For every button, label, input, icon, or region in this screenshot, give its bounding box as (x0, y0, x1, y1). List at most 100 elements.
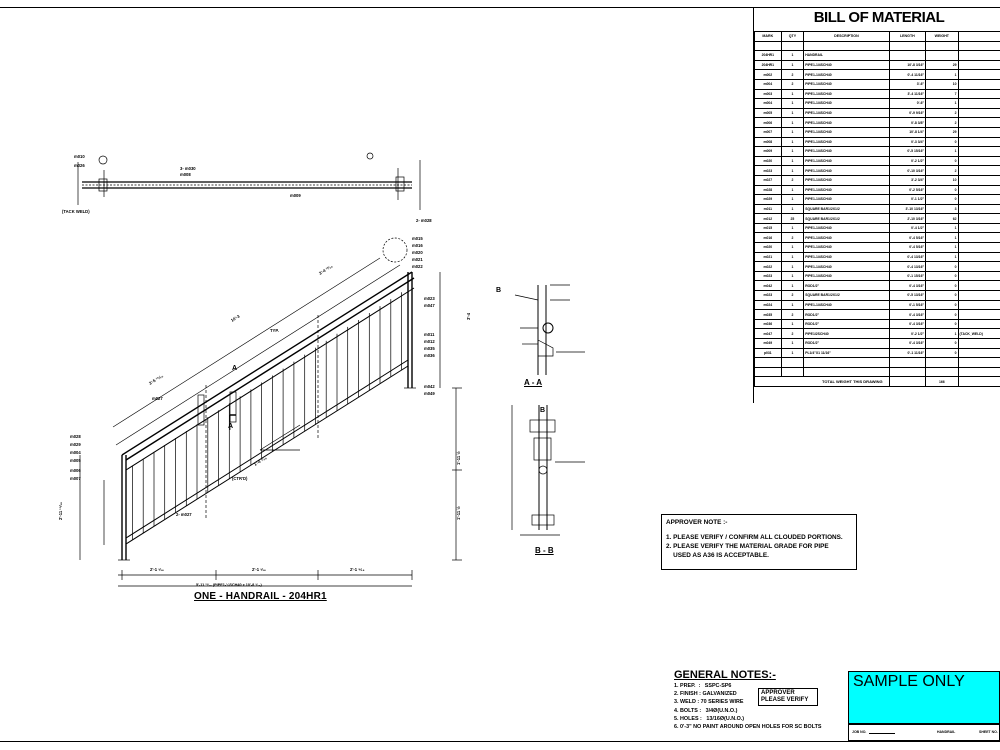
bom-cell (754, 366, 782, 378)
bom-cell: 62 (925, 213, 959, 224)
approver-note: APPROVER NOTE :- 1. PLEASE VERIFY / CONF… (661, 514, 857, 570)
bom-remark-cell (957, 88, 1000, 100)
bom-cell: 0 (925, 184, 959, 196)
top-plan-view (77, 152, 421, 210)
bom-total-label: TOTAL WEIGHT THIS DRAWING (754, 376, 890, 387)
drawing-label: 3- m030 (180, 166, 196, 171)
bom-cell: HANDRAIL (803, 50, 890, 61)
bom-cell: PIPE1-1/4SCH40 (803, 107, 890, 119)
general-notes: GENERAL NOTES:- 1. PREP. : SSPC-SP6 2. F… (674, 669, 844, 731)
bom-cell: 0'-4 5/16" (888, 242, 927, 253)
bom-cell (925, 357, 959, 368)
bom-cell: 1 (780, 318, 805, 330)
sheet-label: SHEET NO. (979, 730, 998, 734)
bom-cell: m023 (754, 165, 782, 176)
bom-cell: 0'-1 15/16" (888, 270, 927, 282)
job-value-line (869, 733, 895, 734)
sheet-border-top (0, 7, 1000, 8)
bom-cell: PIPE1-1/4SCH40 (803, 222, 890, 234)
title-block-strip: JOB NO. HANDRAIL SHEET NO. (848, 724, 1000, 741)
bom-cell: 2 (925, 107, 959, 119)
drawing-label: m015 (412, 236, 423, 241)
bom-remark-cell (957, 59, 1000, 71)
bom-cell: 3 (925, 203, 959, 215)
drawing-label: m016 (412, 243, 423, 248)
bom-cell: 0 (925, 194, 959, 205)
bom-cell: m020 (754, 155, 782, 167)
general-note-line: 6. 0'-3" NO PAINT AROUND OPEN HOLES FOR … (674, 724, 822, 731)
bom-cell: 0'-4 3/16" (888, 309, 927, 320)
drawing-label: m012 (424, 339, 435, 344)
bom-cell (925, 40, 959, 52)
bom-cell: 0'-3 3/4" (888, 136, 927, 148)
bom-cell: 7 (925, 88, 959, 100)
bom-cell: 0'-4 13/16" (888, 251, 927, 263)
bom-cell: 1 (780, 165, 805, 176)
bom-cell: 1 (925, 222, 959, 234)
drawing-label: m028 (70, 434, 81, 439)
handrail-elevation (79, 237, 462, 587)
bom-cell: ROD1/2" (803, 338, 890, 349)
bom-remark-cell (957, 280, 1000, 292)
bom-row (754, 357, 1000, 368)
drawing-label: B (496, 287, 501, 294)
bom-cell (925, 50, 959, 61)
bom-cell (888, 357, 927, 368)
bom-remark-cell (957, 98, 1000, 109)
drawing-label: m007 (70, 476, 81, 481)
length-note: 5'-11 ¹³⁄₁₆ (PIPE1-¼SCH40 x 10'-8 ³⁄₁₆) (196, 583, 262, 587)
drawing-label: m036 (424, 353, 435, 358)
bom-cell: 1 (780, 242, 805, 253)
bom-cell: 0'-4 11/16" (888, 69, 927, 80)
bom-cell: m003 (754, 88, 782, 100)
bom-cell: 1 (780, 184, 805, 196)
bom-cell (888, 50, 927, 61)
bom-remark-cell (957, 146, 1000, 157)
bom-cell: PIPE1-1/4SCH40 (803, 194, 890, 205)
bom-cell: p031 (754, 347, 782, 359)
bom-cell: 0'-5 13/16" (888, 290, 927, 301)
drawing-label: m029 (70, 442, 81, 447)
bom-cell (925, 366, 959, 378)
bom-cell: 0 (925, 261, 959, 272)
bom-cell: m028 (754, 184, 782, 196)
bom-cell: PIPE1-1/4SCH40 (803, 251, 890, 263)
bom-cell: m021 (754, 251, 782, 263)
bom-cell: PL1/4"X1 11/16" (803, 347, 890, 359)
bom-remark-cell (957, 242, 1000, 253)
bom-cell: PIPE1-1/4SCH40 (803, 184, 890, 196)
bom-remark-cell (957, 261, 1000, 272)
bom-cell (780, 357, 805, 368)
bom-cell: m027 (754, 174, 782, 186)
bom-cell: m029 (754, 194, 782, 205)
drawing-label: m011 (424, 332, 435, 337)
bom-cell: PIPE1-1/4SCH40 (803, 261, 890, 272)
bom-cell: 1 (925, 242, 959, 253)
sheet-border-bottom (0, 741, 1000, 742)
bom-remark-cell (957, 174, 1000, 186)
bom-cell: 2 (925, 165, 959, 176)
bom-cell: 0'-1 1/2" (888, 194, 927, 205)
section-b-b (511, 405, 585, 536)
bom-header-qty: QTY (780, 31, 805, 42)
bom-remark-cell (957, 117, 1000, 128)
bom-cell: 0 (925, 309, 959, 320)
drawing-label: m047 (424, 303, 435, 308)
general-note-line: 5. HOLES : 13/16Ø(U.N.O.) (674, 715, 745, 722)
bom-header-description: DESCRIPTION (803, 31, 890, 42)
drawing-label: 2- m028 (416, 218, 432, 223)
bom-cell: m020 (754, 242, 782, 253)
drawing-label: 1'-11 ½ (456, 506, 461, 520)
bom-remark-cell (957, 309, 1000, 320)
bom-cell: 25 (780, 213, 805, 224)
bom-remark-cell (957, 251, 1000, 263)
